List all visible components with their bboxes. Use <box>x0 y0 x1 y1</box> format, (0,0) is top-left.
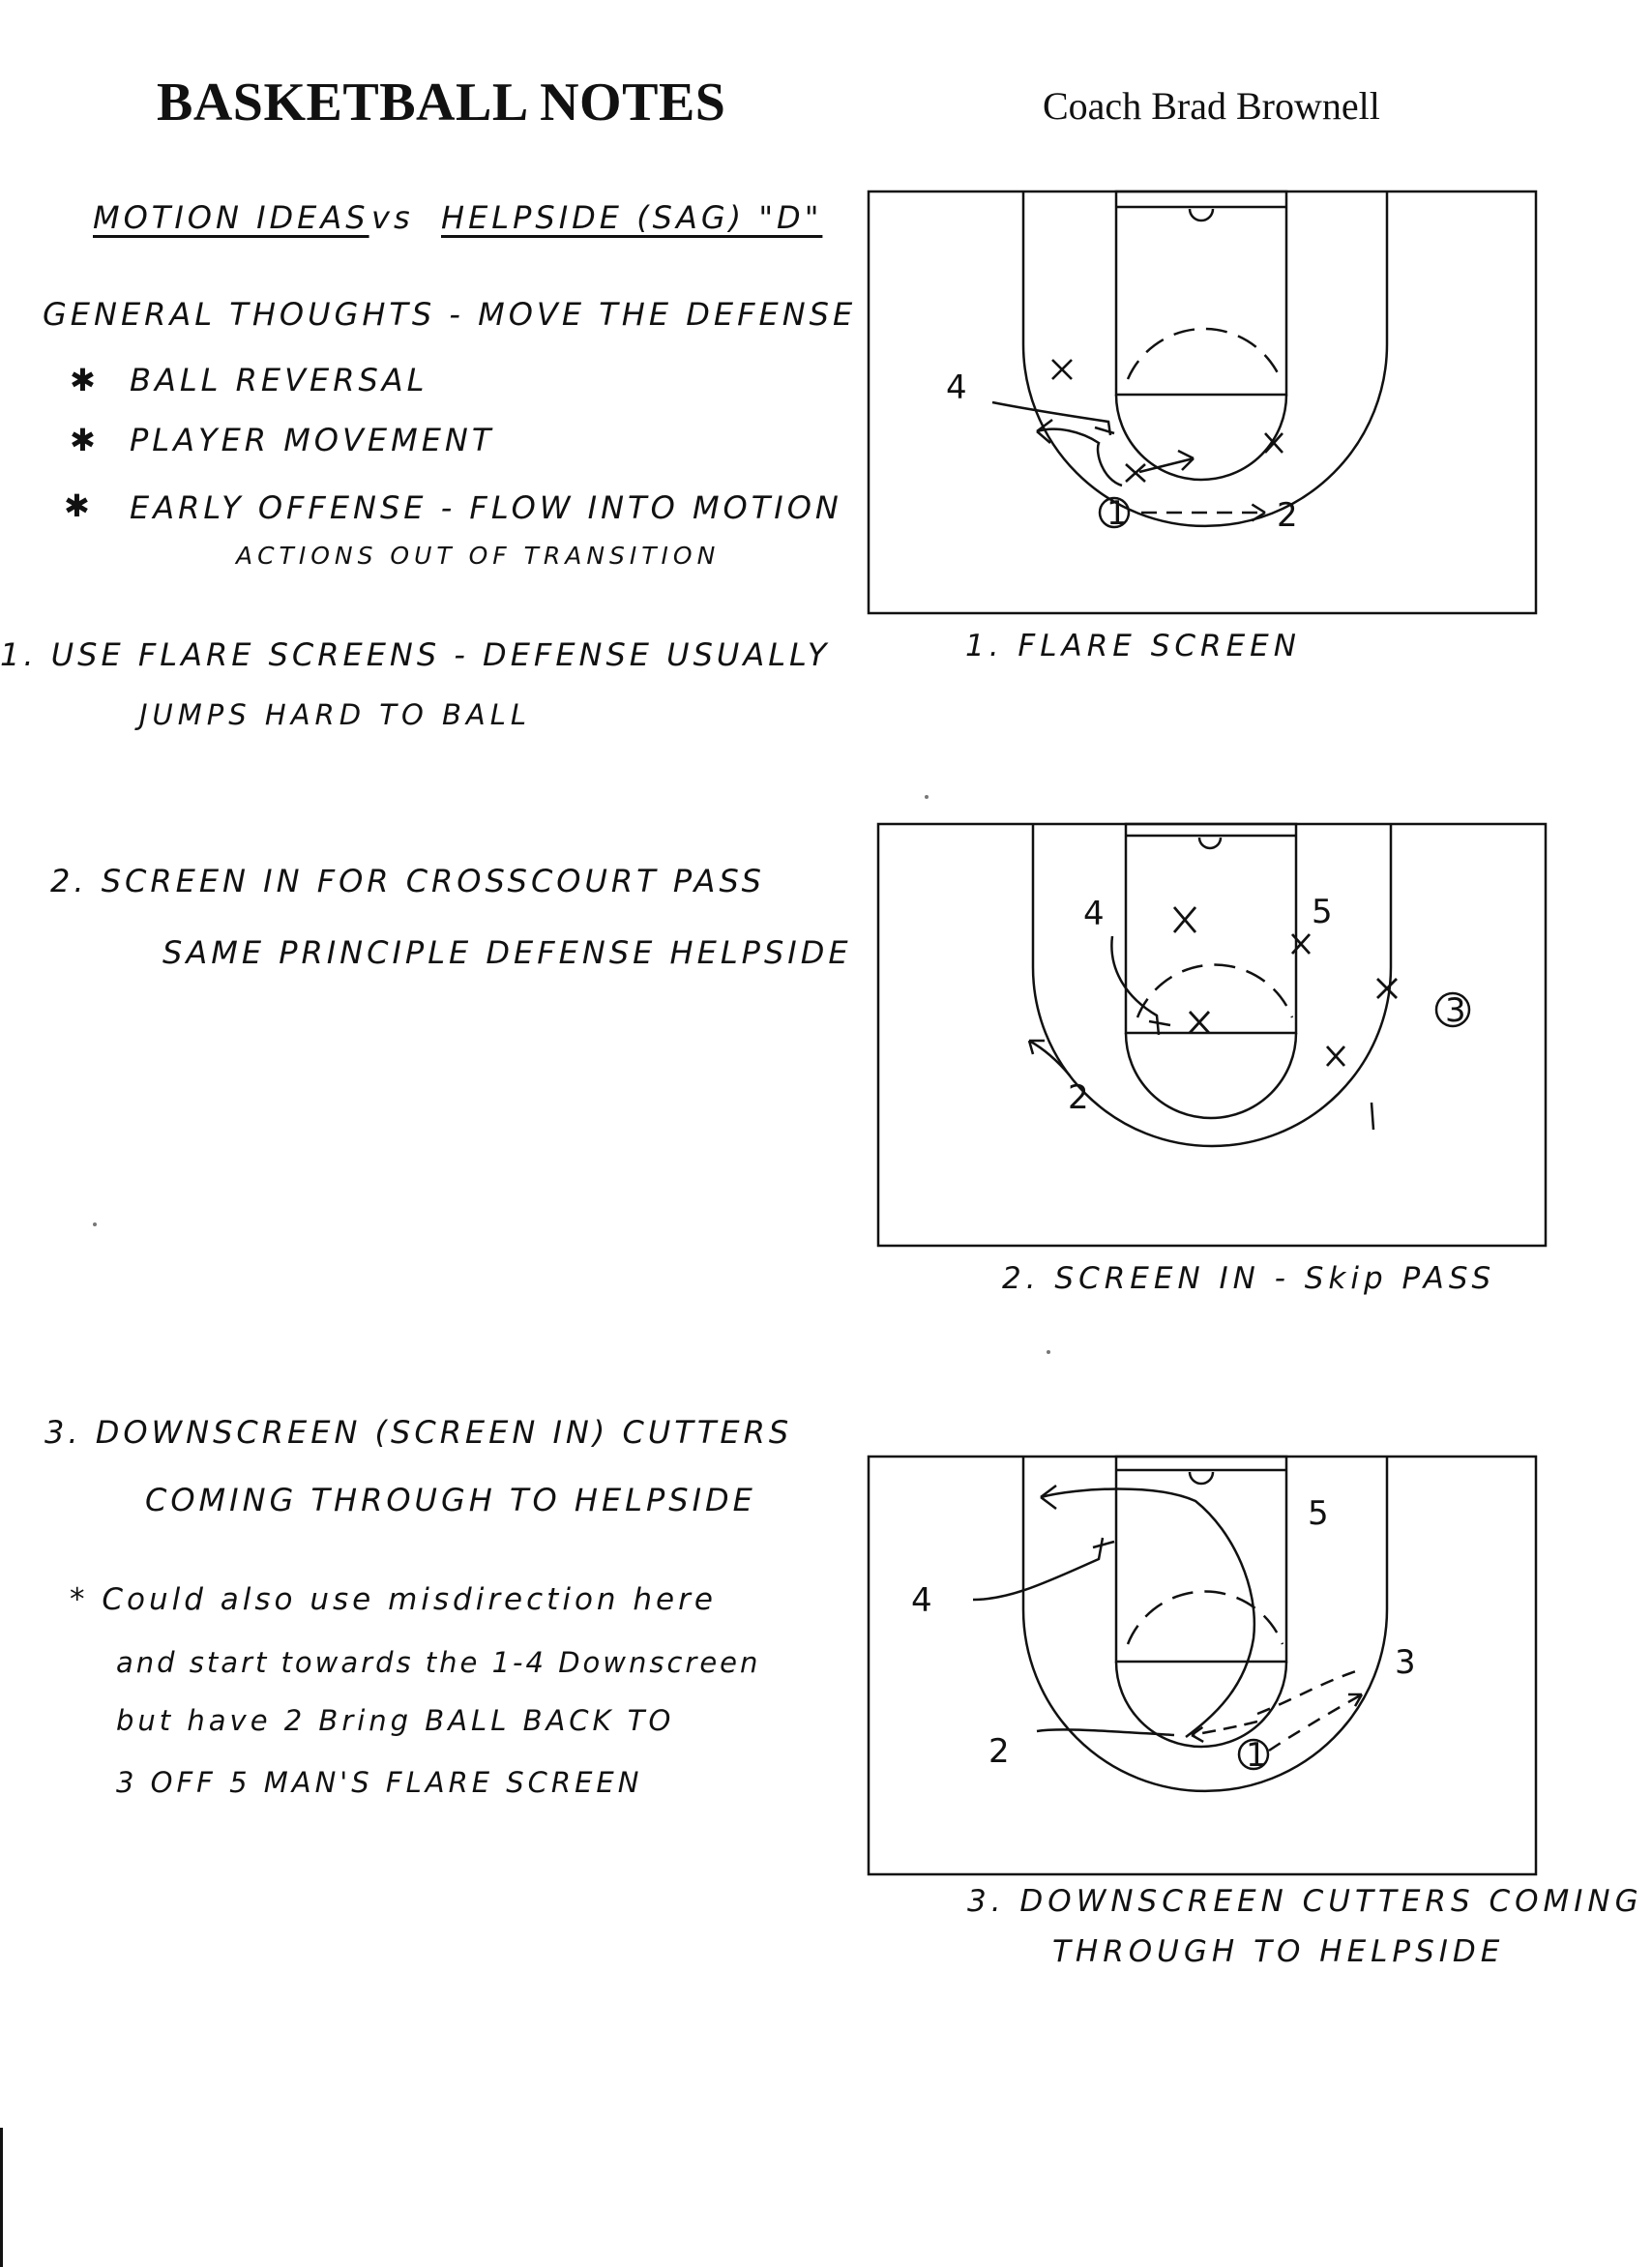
note-line-3: but have 2 Bring BALL BACK TO <box>116 1704 675 1737</box>
pass-to-3-upper <box>1256 1669 1357 1716</box>
screen-path-4 <box>1110 935 1161 1036</box>
screen-mark <box>1094 426 1115 435</box>
cut-arrow-2 <box>1027 1039 1071 1076</box>
coach-name: Coach Brad Brownell <box>1043 84 1380 128</box>
section-3-line-2: COMING THROUGH TO HELPSIDE <box>145 1482 756 1518</box>
player-5-label: 5 <box>1312 893 1333 931</box>
player-3-label: 3 <box>1445 991 1466 1030</box>
free-throw-circle-dashed <box>1136 963 1294 1018</box>
rim <box>1197 837 1223 850</box>
screen-path-4 <box>972 1537 1105 1602</box>
lane <box>1114 1455 1288 1663</box>
section-2-line-2: SAME PRINCIPLE DEFENSE HELPSIDE <box>162 934 852 971</box>
screen-mark <box>1148 1019 1171 1027</box>
screen-mark <box>1092 1540 1115 1549</box>
scan-speck <box>1047 1350 1050 1354</box>
diagram-downscreen: 4 5 3 2 1 <box>867 1455 1538 1880</box>
scan-edge-line <box>0 2128 3 2267</box>
lane <box>1114 190 1288 397</box>
flare-cut-arrow <box>1036 419 1123 487</box>
pass-back-arrow <box>1191 1720 1258 1745</box>
three-point-arc <box>1031 824 1393 1148</box>
note-line-4: 3 OFF 5 MAN'S FLARE SCREEN <box>116 1766 643 1799</box>
page-title: BASKETBALL NOTES <box>157 73 726 132</box>
lane <box>1124 822 1298 1035</box>
heading-helpside: HELPSIDE (SAG) "D" <box>441 199 823 236</box>
player-1-circle <box>1098 496 1131 529</box>
court-boundary <box>867 190 1538 615</box>
screen-path-4 <box>991 400 1112 436</box>
player-3-label: 3 <box>1395 1643 1416 1682</box>
section-3-line-1: 3. DOWNSCREEN (SCREEN IN) CUTTERS <box>44 1414 793 1451</box>
defender-marks <box>1172 906 1398 1067</box>
bullet-early-offense: EARLY OFFENSE - FLOW INTO MOTION <box>130 489 842 526</box>
section-1-line-1: 1. USE FLARE SCREENS - DEFENSE USUALLY <box>0 636 831 673</box>
three-point-arc <box>1021 1457 1389 1793</box>
pass-to-3 <box>1268 1693 1364 1752</box>
caption-2: 2. SCREEN IN - Skip PASS <box>1002 1261 1496 1296</box>
bullet-transition: ACTIONS OUT OF TRANSITION <box>236 542 721 570</box>
free-throw-circle <box>1114 1661 1288 1749</box>
cut-path-curl <box>1040 1485 1256 1739</box>
pass-line <box>1141 501 1266 524</box>
section-2-line-1: 2. SCREEN IN FOR CROSSCOURT PASS <box>50 863 765 899</box>
player-1-label: 1 <box>1246 1736 1267 1775</box>
player-2-label: 2 <box>1068 1078 1089 1117</box>
bullet-star-3: ✱ <box>64 487 94 524</box>
player-1-label: 1 <box>1106 494 1128 533</box>
rim <box>1188 208 1215 222</box>
three-point-arc <box>1021 191 1389 528</box>
bullet-player-movement: PLAYER MOVEMENT <box>130 422 495 458</box>
player-5-label: 5 <box>1308 1494 1329 1533</box>
heading-vs: vs <box>371 199 414 236</box>
defender-marks <box>1051 359 1283 483</box>
bullet-ball-reversal: BALL REVERSAL <box>130 362 428 398</box>
court-boundary <box>867 1455 1538 1876</box>
player-3-circle <box>1434 991 1471 1028</box>
caption-3-line-2: THROUGH TO HELPSIDE <box>1052 1934 1505 1969</box>
scan-speck <box>925 795 929 799</box>
caption-1: 1. FLARE SCREEN <box>965 629 1301 663</box>
player-4-label: 4 <box>1083 895 1105 933</box>
free-throw-circle-dashed <box>1126 1590 1284 1645</box>
bullet-star-2: ✱ <box>70 422 100 458</box>
note-line-2: and start towards the 1-4 Downscreen <box>116 1646 761 1679</box>
cut-path-2 <box>1036 1728 1175 1737</box>
player-1-circle <box>1237 1738 1270 1771</box>
scan-speck <box>93 1222 97 1226</box>
court-boundary <box>876 822 1548 1248</box>
diagram-screen-in: 4 5 3 2 <box>876 822 1548 1248</box>
free-throw-circle <box>1124 1032 1298 1120</box>
caption-3-line-1: 3. DOWNSCREEN CUTTERS COMING <box>967 1884 1643 1919</box>
player-2-label: 2 <box>1277 496 1298 535</box>
rim <box>1188 1471 1215 1486</box>
player-4-label: 4 <box>911 1581 932 1620</box>
cut-arrow-right <box>1138 449 1195 474</box>
free-throw-circle-dashed <box>1126 327 1283 380</box>
general-thoughts: GENERAL THOUGHTS - MOVE THE DEFENSE <box>43 296 857 333</box>
free-throw-circle <box>1114 394 1288 482</box>
player-4-label: 4 <box>946 368 967 407</box>
section-1-line-2: JUMPS HARD TO BALL <box>139 698 532 731</box>
note-line-1: * Could also use misdirection here <box>70 1582 717 1617</box>
bullet-star-1: ✱ <box>70 362 100 398</box>
heading-motion-ideas: MOTION IDEAS <box>93 199 369 236</box>
player-2-label: 2 <box>988 1732 1010 1771</box>
diagram-flare-screen: 4 1 2 <box>867 190 1538 615</box>
player-1-mark <box>1370 1102 1375 1131</box>
